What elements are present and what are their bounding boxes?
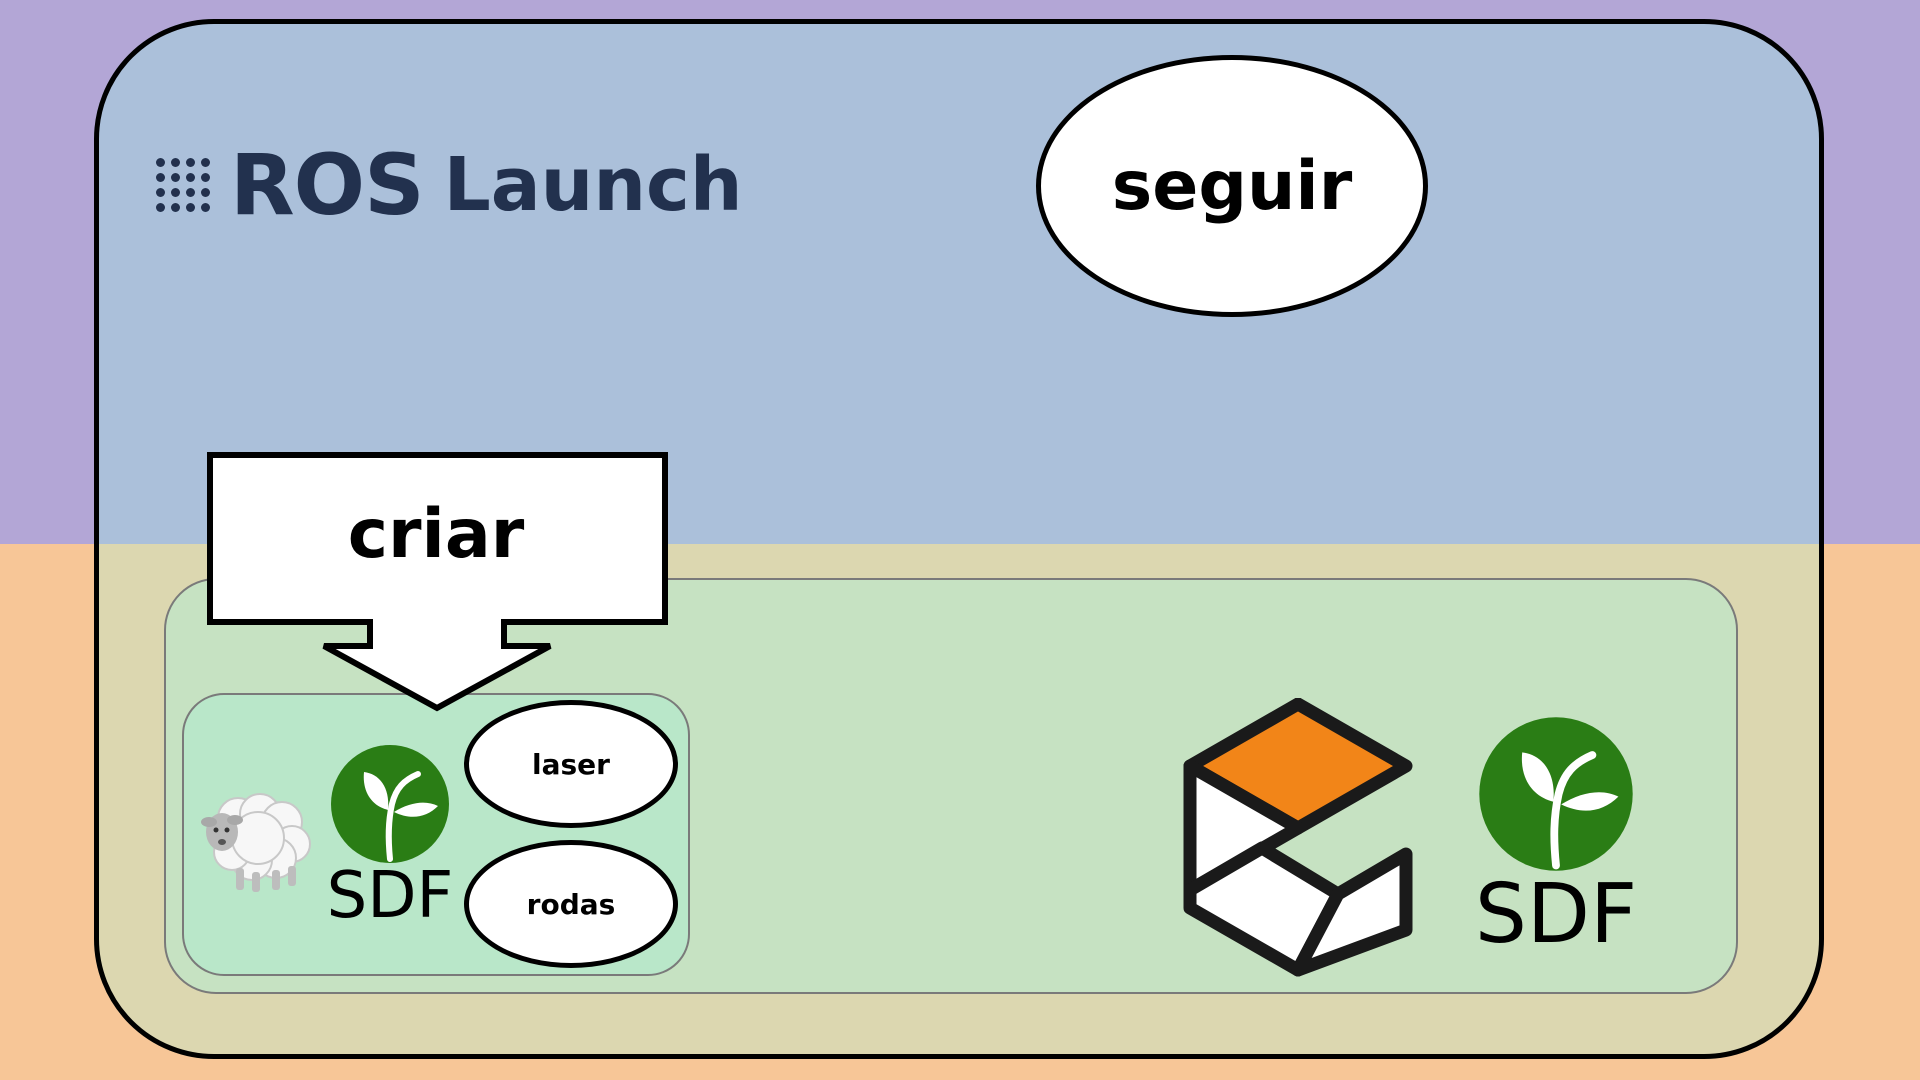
node-laser[interactable]: laser: [464, 700, 678, 828]
sdf-small-label: SDF: [326, 859, 454, 933]
sdf-large: SDF: [1466, 716, 1646, 956]
node-seguir[interactable]: seguir: [1036, 55, 1428, 317]
ros-launch-logo: ROS Launch: [156, 140, 743, 230]
node-rodas[interactable]: rodas: [464, 840, 678, 968]
logo-ros-text: ROS: [230, 136, 425, 234]
launch-container: [94, 19, 1824, 1059]
gazebo-icon: [1183, 698, 1413, 977]
sheep-icon: [201, 793, 311, 892]
ros-dots-icon: [156, 158, 210, 212]
sdf-leaf-icon: [1479, 717, 1633, 871]
sdf-small: SDF: [320, 744, 460, 928]
callout-label: criar: [347, 495, 525, 574]
sdf-leaf-icon: [331, 745, 449, 863]
logo-launch-text: Launch: [443, 142, 743, 228]
sdf-large-label: SDF: [1474, 867, 1638, 962]
callout-arrow: [207, 452, 668, 712]
